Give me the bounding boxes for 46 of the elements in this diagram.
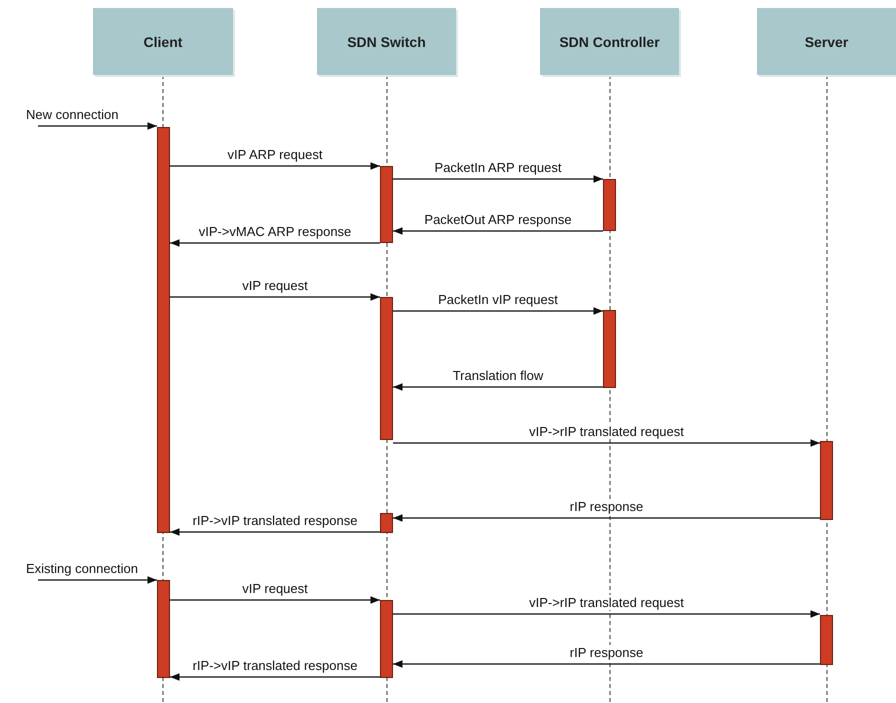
message-label: vIP ARP request xyxy=(226,147,324,162)
activation-bar xyxy=(157,580,170,678)
message-label: PacketIn ARP request xyxy=(432,160,564,175)
activation-bar xyxy=(157,127,170,533)
arrow xyxy=(170,162,380,170)
participant-box: Server xyxy=(757,8,896,75)
arrow xyxy=(170,673,380,681)
message-label: rIP response xyxy=(568,645,646,660)
message-label: vIP request xyxy=(240,278,310,293)
arrow xyxy=(170,528,380,536)
message-label: vIP->rIP translated request xyxy=(527,424,686,439)
arrow xyxy=(393,660,820,668)
message-label: Translation flow xyxy=(450,368,546,383)
message-label: vIP request xyxy=(240,581,310,596)
message-label: vIP->rIP translated request xyxy=(527,595,686,610)
arrow xyxy=(38,576,157,584)
activation-bar xyxy=(603,310,616,388)
arrow xyxy=(393,439,820,447)
message-label: PacketOut ARP response xyxy=(422,212,574,227)
arrow xyxy=(170,596,380,604)
message-label: rIP->vIP translated response xyxy=(190,513,360,528)
message-label: PacketIn vIP request xyxy=(436,292,560,307)
activation-bar xyxy=(820,441,833,520)
participant-box: SDN Controller xyxy=(540,8,679,75)
arrow xyxy=(38,122,157,130)
arrow xyxy=(393,307,603,315)
arrow xyxy=(393,514,820,522)
activation-bar xyxy=(380,297,393,440)
message-label: New connection xyxy=(24,107,120,122)
message-label: Existing connection xyxy=(24,561,140,576)
activation-bar xyxy=(380,513,393,533)
arrow xyxy=(393,175,603,183)
arrow xyxy=(393,227,603,235)
activation-bar xyxy=(820,615,833,665)
arrow xyxy=(393,383,603,391)
activation-bar xyxy=(380,166,393,243)
arrow xyxy=(170,239,380,247)
activation-bar xyxy=(380,600,393,678)
message-label: rIP response xyxy=(568,499,646,514)
arrow xyxy=(393,610,820,618)
activation-bar xyxy=(603,179,616,231)
participant-box: Client xyxy=(93,8,233,75)
participant-box: SDN Switch xyxy=(317,8,456,75)
message-label: vIP->vMAC ARP response xyxy=(196,224,354,239)
message-label: rIP->vIP translated response xyxy=(190,658,360,673)
arrow xyxy=(170,293,380,301)
